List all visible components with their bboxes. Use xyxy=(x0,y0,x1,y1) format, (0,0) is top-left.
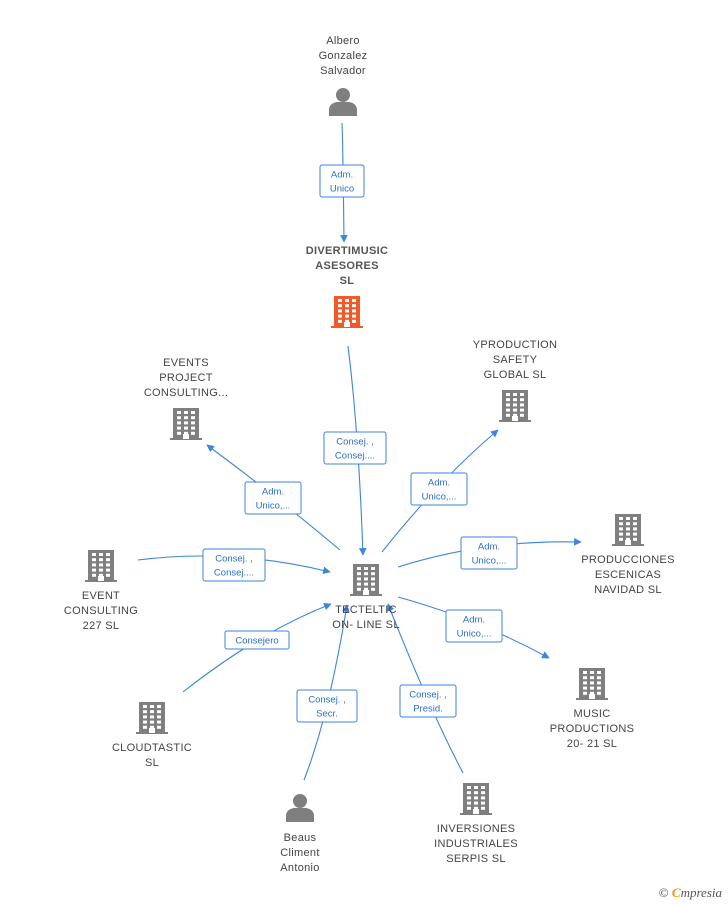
brand-watermark: © Cmpresia xyxy=(659,885,722,901)
node-label: SL xyxy=(340,275,355,287)
edge-label-tecteltic-to-yproduction[interactable]: Adm. Unico,... xyxy=(410,472,468,506)
building-icon xyxy=(170,408,202,440)
node-producciones[interactable]: PRODUCCIONES ESCENICAS NAVIDAD SL xyxy=(581,514,674,596)
node-label: CONSULTING... xyxy=(144,387,228,399)
edge-label-box xyxy=(244,481,302,515)
node-yproduction[interactable]: YPRODUCTION SAFETY GLOBAL SL xyxy=(473,339,558,422)
node-label: Salvador xyxy=(320,65,366,77)
node-label: PRODUCCIONES xyxy=(581,554,674,566)
node-label: EVENT xyxy=(82,590,120,602)
node-label: 20- 21 SL xyxy=(567,738,617,750)
edge-label-box xyxy=(460,536,518,570)
node-event227[interactable]: EVENT CONSULTING 227 SL xyxy=(64,550,138,632)
edge-label-box xyxy=(410,472,468,506)
edge-label-text: Consej. , xyxy=(308,695,346,706)
node-label: YPRODUCTION xyxy=(473,339,558,351)
edge-label-box xyxy=(202,548,266,582)
node-label: MUSIC xyxy=(574,708,611,720)
node-label: INDUSTRIALES xyxy=(434,838,518,850)
brand-name: mpresia xyxy=(680,885,722,900)
edge-label-text: Consej. , xyxy=(215,554,253,565)
building-icon xyxy=(85,550,117,582)
node-label: PROJECT xyxy=(159,372,212,384)
node-tecteltic[interactable]: TECTELTIC ON- LINE SL xyxy=(332,564,400,631)
node-music[interactable]: MUSIC PRODUCTIONS 20- 21 SL xyxy=(550,668,635,750)
node-label: Gonzalez xyxy=(319,50,368,62)
node-label: NAVIDAD SL xyxy=(594,584,662,596)
edge-label-box xyxy=(399,684,457,718)
node-label: ESCENICAS xyxy=(595,569,661,581)
edge-label-inversiones-to-tecteltic[interactable]: Consej. , Presid. xyxy=(399,684,457,718)
edge-label-tecteltic-to-music[interactable]: Adm. Unico,... xyxy=(445,609,503,643)
node-label: Antonio xyxy=(280,862,319,874)
node-label: CLOUDTASTIC xyxy=(112,742,192,754)
node-label: 227 SL xyxy=(83,620,120,632)
node-divertimusic[interactable]: DIVERTIMUSIC ASESORES SL xyxy=(306,245,388,328)
node-label: Climent xyxy=(280,847,319,859)
node-label: CONSULTING xyxy=(64,605,138,617)
edge-label-text: Consej. , xyxy=(409,690,447,701)
node-label: ON- LINE SL xyxy=(332,619,400,631)
node-label: GLOBAL SL xyxy=(484,369,547,381)
edge-label-box xyxy=(319,164,365,198)
edge-label-text: Adm. xyxy=(262,487,284,498)
edge-label-cloudtastic-to-tecteltic[interactable]: Consejero xyxy=(224,630,290,650)
edge-label-text: Adm. xyxy=(428,478,450,489)
person-icon xyxy=(286,794,314,822)
node-label: EVENTS xyxy=(163,357,209,369)
building-icon xyxy=(460,783,492,815)
building-icon xyxy=(612,514,644,546)
edge-label-text: Adm. xyxy=(463,615,485,626)
node-label: PRODUCTIONS xyxy=(550,723,635,735)
edge-label-text: Consejero xyxy=(235,636,278,647)
edge-label-text: Presid. xyxy=(413,704,443,715)
edge-label-text: Secr. xyxy=(316,709,338,720)
edge-label-beaus-to-tecteltic[interactable]: Consej. , Secr. xyxy=(296,689,358,723)
node-label: DIVERTIMUSIC xyxy=(306,245,388,257)
edge-label-tecteltic-to-producciones[interactable]: Adm. Unico,... xyxy=(460,536,518,570)
node-label: Albero xyxy=(326,35,360,47)
person-icon xyxy=(329,88,357,116)
edge-label-divertimusic-to-tecteltic[interactable]: Consej. , Consej.... xyxy=(323,431,387,465)
node-inversiones[interactable]: INVERSIONES INDUSTRIALES SERPIS SL xyxy=(434,783,518,865)
building-icon xyxy=(331,296,363,328)
edge-label-box xyxy=(323,431,387,465)
node-label: ASESORES xyxy=(315,260,379,272)
edge-label-text: Consej.... xyxy=(335,451,375,462)
building-icon xyxy=(576,668,608,700)
node-label: SAFETY xyxy=(493,354,538,366)
edge-label-text: Consej. , xyxy=(336,437,374,448)
node-label: SERPIS SL xyxy=(446,853,506,865)
building-icon xyxy=(499,390,531,422)
edge-label-text: Unico xyxy=(330,184,354,195)
node-label: Beaus xyxy=(284,832,317,844)
building-icon xyxy=(136,702,168,734)
edge-label-box xyxy=(445,609,503,643)
edge-label-event227-to-tecteltic[interactable]: Consej. , Consej.... xyxy=(202,548,266,582)
edge-label-text: Unico,... xyxy=(457,629,492,640)
brand-initial: C xyxy=(671,885,681,900)
edge-label-box xyxy=(224,630,290,650)
edge-label-text: Unico,... xyxy=(472,556,507,567)
edge-label-text: Unico,... xyxy=(256,501,291,512)
edge-label-box xyxy=(296,689,358,723)
node-label: INVERSIONES xyxy=(437,823,516,835)
node-cloudtastic[interactable]: CLOUDTASTIC SL xyxy=(112,702,192,769)
edge-label-text: Unico,... xyxy=(422,492,457,503)
edge-label-albero-to-divertimusic[interactable]: Adm. Unico xyxy=(319,164,365,198)
edge-label-text: Adm. xyxy=(478,542,500,553)
building-icon xyxy=(350,564,382,596)
edge-label-tecteltic-to-events[interactable]: Adm. Unico,... xyxy=(244,481,302,515)
edge-label-text: Consej.... xyxy=(214,568,254,579)
node-events[interactable]: EVENTS PROJECT CONSULTING... xyxy=(144,357,228,440)
node-label: SL xyxy=(145,757,159,769)
node-label: TECTELTIC xyxy=(335,604,397,616)
copyright-icon: © xyxy=(658,885,669,900)
edge-label-text: Adm. xyxy=(331,170,353,181)
